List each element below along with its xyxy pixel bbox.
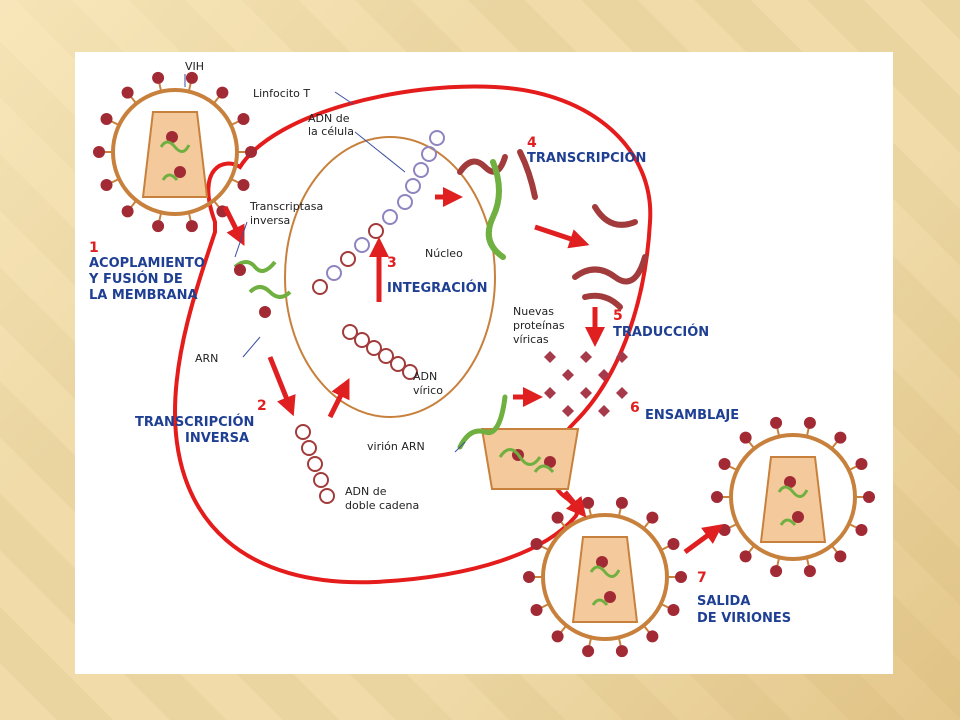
- process-arrows: [222, 187, 724, 555]
- step-1-number: 1: [89, 240, 99, 256]
- label-nuevas-2: proteínas: [513, 319, 565, 332]
- arrow-entry: [222, 205, 245, 246]
- step-1-line-3: LA MEMBRANA: [89, 288, 198, 303]
- viral-dna-helix: [342, 324, 418, 380]
- virion-rna-strand: [457, 394, 508, 450]
- label-nuevas-3: víricas: [513, 333, 549, 346]
- double-strand-dna-helix: [295, 424, 335, 504]
- arrow-release: [683, 524, 724, 555]
- cell-dna-helix: [312, 130, 445, 295]
- label-adn-doble-2: doble cadena: [345, 499, 419, 512]
- step-2-number: 2: [257, 398, 267, 414]
- arrow-to-nucleus: [327, 378, 350, 419]
- step-6-number: 6: [630, 400, 640, 416]
- viral-rna-in-cytoplasm: [233, 260, 292, 318]
- virus-particle-budding: [523, 496, 687, 658]
- label-adn-celula-1: ADN de: [308, 112, 350, 125]
- nucleus: [284, 136, 496, 418]
- virus-particle-released: [711, 416, 875, 578]
- label-transcriptasa-2: inversa: [250, 214, 290, 227]
- label-transcriptasa-1: Transcriptasa: [249, 200, 323, 213]
- label-vih: VIH: [185, 60, 204, 73]
- step-4-line-1: TRANSCRIPCIÓN: [527, 150, 646, 166]
- step-5-line-1: TRADUCCIÓN: [613, 324, 709, 340]
- step-3-number: 3: [387, 255, 397, 271]
- assembling-capsid: [480, 428, 580, 490]
- mrna-strands-cytoplasm: [572, 204, 648, 310]
- arrow-to-budding: [563, 490, 587, 518]
- label-adn-virico-2: vírico: [413, 384, 443, 397]
- label-adn-doble-1: ADN de: [345, 485, 387, 498]
- virus-particle-entering: [93, 71, 257, 233]
- step-7-line-1: SALIDA: [697, 594, 750, 609]
- step-3-line-1: INTEGRACIÓN: [387, 280, 488, 296]
- step-1-line-2: Y FUSIÓN DE: [88, 271, 183, 287]
- label-virion-arn: virión ARN: [367, 440, 425, 453]
- step-2-line-1: TRANSCRIPCIÓN: [135, 414, 254, 430]
- step-2-line-2: INVERSA: [185, 431, 249, 446]
- label-nuevas-1: Nuevas: [513, 305, 554, 318]
- arrow-to-cytoplasm: [534, 224, 590, 249]
- step-7-number: 7: [697, 570, 707, 586]
- step-1-line-1: ACOPLAMIENTO: [89, 256, 205, 271]
- label-arn: ARN: [195, 352, 218, 365]
- label-nucleo: Núcleo: [425, 247, 463, 260]
- step-7-line-2: DE VIRIONES: [697, 611, 791, 626]
- step-6-line-1: ENSAMBLAJE: [645, 408, 739, 423]
- transcribed-rna-strands: [457, 149, 538, 260]
- viral-proteins: [544, 351, 628, 417]
- arrow-to-transcription: [267, 356, 296, 417]
- step-4-number: 4: [527, 135, 537, 151]
- label-linfocito-t: Linfocito T: [253, 87, 310, 100]
- diagram-panel: VIH Linfocito T ADN de la célula Transcr…: [75, 52, 893, 674]
- leader-lines: [184, 74, 466, 453]
- step-5-number: 5: [613, 308, 623, 324]
- label-adn-virico-1: ADN: [413, 370, 437, 383]
- label-adn-celula-2: la célula: [308, 125, 354, 138]
